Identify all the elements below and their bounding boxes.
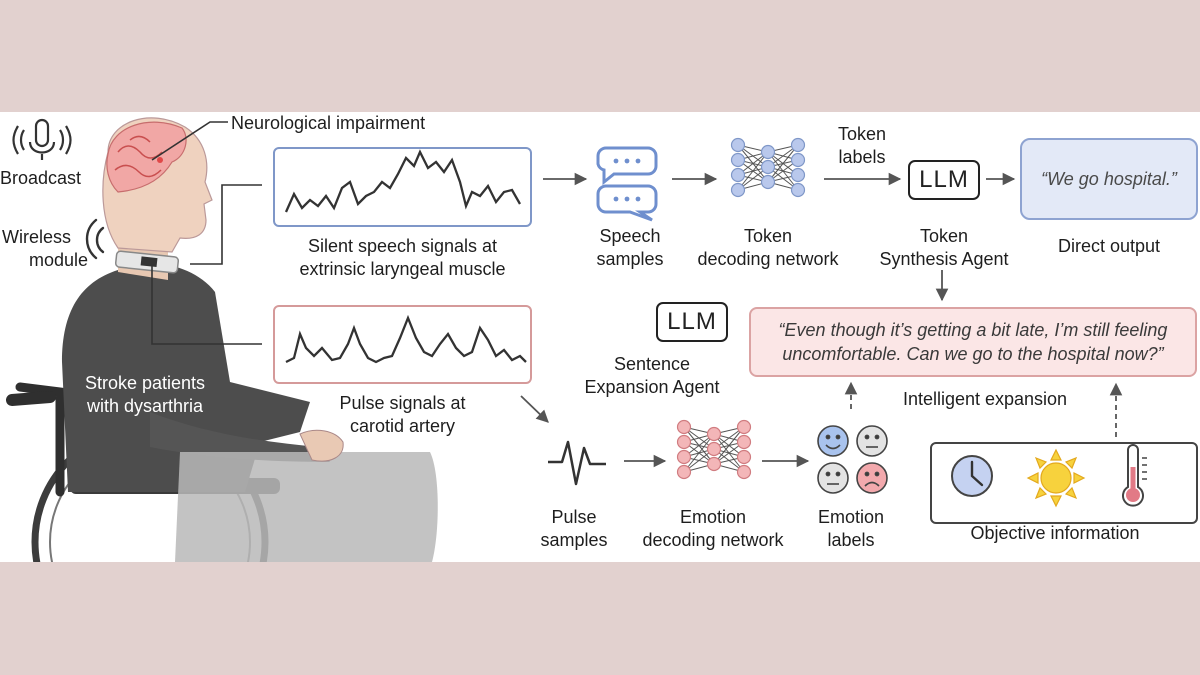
- neurological-label: Neurological impairment: [231, 113, 426, 133]
- token-network-label: Token decoding network: [683, 225, 853, 271]
- speech-samples-line1: Speech: [599, 226, 661, 246]
- network-node: [760, 174, 776, 190]
- silent-label-line2: extrinsic laryngeal muscle: [299, 259, 506, 279]
- clock-icon: [951, 455, 993, 497]
- direct-output-label: Direct output: [1057, 236, 1161, 256]
- network-edge: [683, 433, 715, 473]
- emotion-network-label: Emotion decoding network: [628, 506, 798, 552]
- network-node: [790, 152, 806, 168]
- pulse-samples-line2: samples: [540, 530, 608, 550]
- network-node: [790, 182, 806, 198]
- wireless-label-line1: Wireless: [2, 227, 72, 247]
- token-agent-line2: Synthesis Agent: [879, 249, 1009, 269]
- token-labels-line2: labels: [838, 147, 886, 167]
- patient-illustration: [62, 117, 438, 562]
- network-node: [790, 137, 806, 153]
- emotion-net-line2: decoding network: [642, 530, 784, 550]
- direct-output-box: “We go hospital.”: [1020, 138, 1198, 220]
- emotion-labels-line2: labels: [827, 530, 875, 550]
- token-labels-label: Token labels: [820, 123, 904, 169]
- pulse-label-line2: carotid artery: [349, 416, 456, 436]
- diagram-artwork: [6, 117, 1147, 562]
- pulse-waveform: [285, 314, 527, 364]
- network-edge: [713, 426, 745, 465]
- token-labels-line1: Token: [837, 124, 887, 144]
- token-llm-box: LLM: [908, 160, 980, 200]
- speech-samples-label: Speech samples: [575, 225, 685, 271]
- network-edge: [737, 151, 769, 191]
- pulse-signal-box: [273, 305, 532, 384]
- thermometer-icon: [1122, 444, 1147, 507]
- stroke-label: Stroke patients with dysarthria: [80, 372, 210, 418]
- token-agent-label: Token Synthesis Agent: [866, 225, 1022, 271]
- wireless-label-line2: module: [29, 250, 89, 270]
- objective-info-box: [930, 442, 1198, 524]
- sentence-agent-label: Sentence Expansion Agent: [572, 353, 732, 399]
- expanded-quote-line1: “Even though it’s getting a bit late, I’…: [778, 320, 1168, 340]
- network-node: [730, 152, 746, 168]
- network-node: [736, 434, 752, 450]
- network-node: [760, 144, 776, 160]
- token-net-line2: decoding network: [697, 249, 839, 269]
- microphone-icon: [12, 118, 72, 160]
- expanded-quote-line2: uncomfortable. Can we go to the hospital…: [782, 344, 1164, 364]
- sentence-agent-line2: Expansion Agent: [584, 377, 720, 397]
- emotion-neural-network-icon: [676, 419, 752, 480]
- network-node: [760, 159, 776, 175]
- flow-arrows: [520, 172, 1123, 468]
- sentence-agent-line1: Sentence: [613, 354, 691, 374]
- wireless-label: Wireless module: [2, 226, 88, 272]
- diagram-panel: LLM LLM “We go hospital.” “Even though i…: [0, 112, 1200, 562]
- silent-speech-signal-box: [273, 147, 532, 227]
- network-node: [736, 419, 752, 435]
- silent-speech-waveform: [284, 149, 521, 213]
- network-node: [706, 441, 722, 457]
- pulse-label-line1: Pulse signals at: [339, 393, 466, 413]
- pulse-signal-label: Pulse signals at carotid artery: [273, 392, 532, 438]
- pulse-samples-label: Pulse samples: [530, 506, 618, 552]
- token-net-line1: Token: [743, 226, 793, 246]
- network-node: [730, 167, 746, 183]
- stroke-label-line1: Stroke patients: [84, 373, 206, 393]
- network-edge: [767, 144, 799, 183]
- network-node: [736, 449, 752, 465]
- objective-info-label: Objective information: [970, 523, 1140, 543]
- network-node: [706, 426, 722, 442]
- silent-speech-label: Silent speech signals at extrinsic laryn…: [273, 235, 532, 281]
- expanded-sentence-box: “Even though it’s getting a bit late, I’…: [749, 307, 1197, 377]
- emotion-net-line1: Emotion: [679, 507, 747, 527]
- emotion-labels-label: Emotion labels: [805, 506, 897, 552]
- speech-bubbles-icon: [596, 146, 658, 222]
- broadcast-label: Broadcast: [0, 168, 82, 188]
- network-node: [730, 182, 746, 198]
- emotion-faces-icon: [817, 425, 888, 494]
- sentence-llm-box: LLM: [656, 302, 728, 342]
- sun-icon: [1026, 448, 1086, 508]
- wireless-icon: [85, 218, 105, 260]
- emotion-labels-line1: Emotion: [817, 507, 885, 527]
- network-node: [706, 456, 722, 472]
- silent-label-line1: Silent speech signals at: [307, 236, 498, 256]
- network-node: [676, 434, 692, 450]
- network-node: [676, 419, 692, 435]
- pulse-samples-line1: Pulse: [551, 507, 597, 527]
- network-node: [790, 167, 806, 183]
- network-node: [736, 464, 752, 480]
- token-neural-network-icon: [730, 137, 806, 198]
- stroke-label-line2: with dysarthria: [86, 396, 204, 416]
- intelligent-expansion-label: Intelligent expansion: [902, 389, 1068, 409]
- network-node: [730, 137, 746, 153]
- network-node: [676, 449, 692, 465]
- network-node: [676, 464, 692, 480]
- pulse-wave-icon: [548, 440, 606, 486]
- speech-samples-line2: samples: [596, 249, 664, 269]
- leader-lines: [151, 121, 262, 345]
- token-agent-line1: Token: [919, 226, 969, 246]
